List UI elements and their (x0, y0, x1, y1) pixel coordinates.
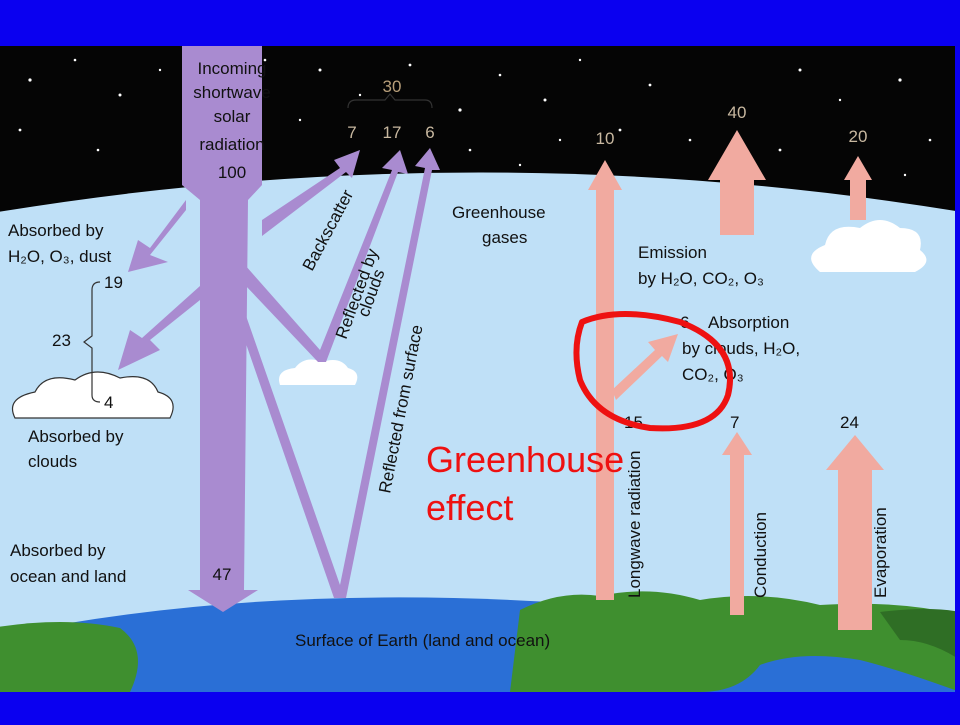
backscatter-arrow (262, 150, 360, 236)
land-left (0, 622, 138, 692)
cloud-small (279, 359, 358, 385)
greenhouse-gases-label-1: Greenhouse (452, 203, 546, 222)
cloud-right (811, 220, 927, 272)
greenhouse-effect-label-2: effect (426, 487, 513, 528)
value-47: 47 (213, 565, 232, 584)
absorption-label-3: CO₂, O₃ (682, 365, 744, 384)
incoming-value: 100 (218, 163, 246, 182)
conduction-arrow (722, 432, 752, 615)
reflected-bracket (347, 93, 433, 109)
evaporation-arrow (826, 435, 884, 630)
absorption-label-1: Absorption (708, 313, 789, 332)
absorbed-h2o-label-2: H₂O, O₃, dust (8, 247, 112, 266)
longwave-label: Longwave radiation (625, 451, 644, 598)
incoming-label-4: radiation (199, 135, 264, 154)
reflected-clouds-arrow (245, 150, 408, 362)
surface-label: Surface of Earth (land and ocean) (295, 631, 550, 650)
incoming-label-3: solar (214, 107, 251, 126)
incoming-label-1: Incoming (198, 59, 267, 78)
absorbed-h2o-label-1: Absorbed by (8, 221, 104, 240)
absorbed-clouds-label-1: Absorbed by (28, 427, 124, 446)
cloud-left (11, 371, 174, 419)
incoming-shortwave-arrow (182, 46, 262, 612)
longwave-radiation-arrow (588, 160, 622, 600)
absorption-label-2: by clouds, H₂O, (682, 339, 800, 358)
value-23: 23 (52, 331, 71, 350)
stars (18, 58, 932, 177)
absorbed-ocean-label-2: ocean and land (10, 567, 126, 586)
evaporation-label: Evaporation (871, 507, 890, 598)
reflected-total: 30 (383, 77, 402, 96)
incoming-label-2: shortwave (193, 83, 270, 102)
space-value-20: 20 (849, 127, 868, 146)
absorption-arrow (612, 334, 678, 400)
absorbed-ocean-label-1: Absorbed by (10, 541, 106, 560)
emission-label-1: Emission (638, 243, 707, 262)
longwave-arrows (588, 130, 884, 630)
emission-label-2: by H₂O, CO₂, O₃ (638, 269, 764, 288)
absorbed-bracket (83, 281, 101, 403)
shortwave-arrows (118, 46, 440, 612)
reflected-part-3: 6 (425, 123, 434, 142)
greenhouse-effect-label-1: Greenhouse (426, 439, 624, 480)
absorbed-h2o-arrow (128, 200, 186, 272)
reflected-part-2: 17 (383, 123, 402, 142)
absorbed-clouds-arrow (118, 286, 200, 370)
conduction-label: Conduction (751, 512, 770, 598)
absorbed-clouds-label-2: clouds (28, 452, 77, 471)
greenhouse-gases-label-2: gases (482, 228, 527, 247)
evaporation-value: 24 (840, 413, 859, 432)
emission-20-arrow (844, 156, 872, 220)
conduction-value: 7 (730, 413, 739, 432)
value-19: 19 (104, 273, 123, 292)
space-value-40: 40 (728, 103, 747, 122)
annotation-circle (573, 311, 733, 432)
reflected-surface-arrow (244, 148, 440, 598)
reflected-part-1: 7 (347, 123, 356, 142)
emission-40-arrow (708, 130, 766, 235)
space-value-10: 10 (596, 129, 615, 148)
value-4: 4 (104, 393, 113, 412)
